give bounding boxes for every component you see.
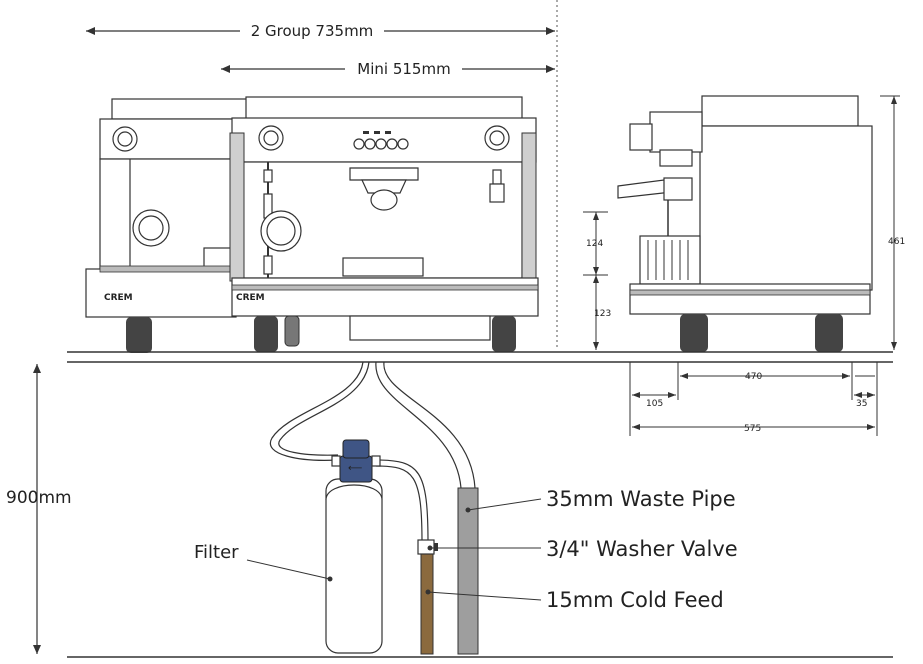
water-filter: ⟵ [325, 439, 383, 654]
hoses [269, 361, 476, 544]
mini-machine-front: CREM [229, 96, 539, 352]
height-dimensions: 124 123 461 [583, 95, 905, 350]
control-buttons [353, 131, 409, 150]
waste-pipe [457, 487, 479, 655]
cold-feed-pipe [417, 539, 438, 655]
front-offset-label: 105 [646, 399, 663, 409]
filter-arrow-icon: ⟵ [348, 463, 362, 474]
counter-top [67, 351, 893, 363]
rear-offset-label: 35 [856, 399, 867, 409]
cold-feed-label: 15mm Cold Feed [546, 588, 724, 612]
two-group-width-label: 2 Group 735mm [251, 22, 374, 40]
callouts: Filter 35mm Waste Pipe 3/4" Washer Valve… [194, 487, 738, 612]
counter-height-label: 900mm [6, 488, 72, 508]
depth-dimensions: 470 105 35 575 [629, 362, 878, 436]
washer-valve-label: 3/4" Washer Valve [546, 537, 738, 561]
total-depth-label: 575 [744, 424, 761, 434]
width-dimensions: 2 Group 735mm Mini 515mm [86, 0, 558, 350]
right-crem-badge: CREM [236, 293, 265, 303]
mini-width-label: Mini 515mm [357, 60, 450, 78]
counter-height-dimension: 900mm [6, 364, 72, 654]
waste-pipe-label: 35mm Waste Pipe [546, 487, 736, 511]
lower-height-label: 123 [594, 309, 611, 319]
left-crem-badge: CREM [104, 293, 133, 303]
filter-label: Filter [194, 542, 239, 563]
two-group-machine-front: CREM [85, 98, 253, 353]
machine-side-view [617, 95, 873, 352]
upper-height-label: 124 [586, 239, 603, 249]
total-height-label: 461 [888, 237, 905, 247]
depth-inner-label: 470 [745, 372, 762, 382]
